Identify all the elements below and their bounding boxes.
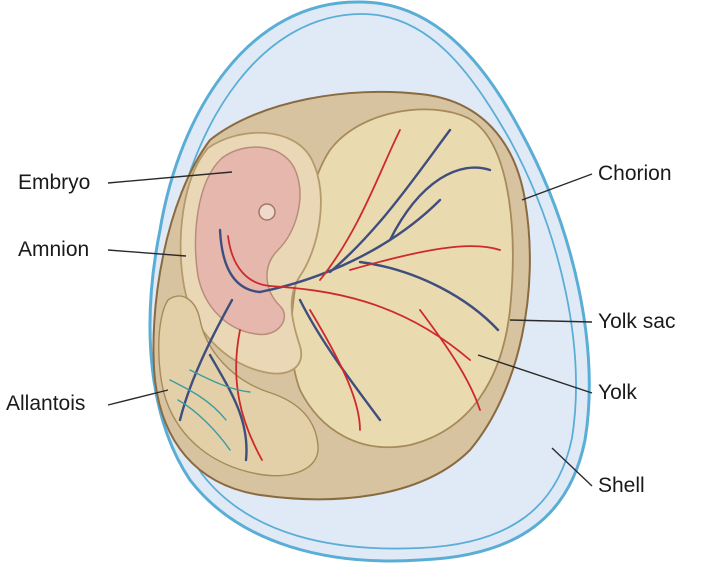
yolk-leader — [477, 354, 593, 394]
yolk-sac — [290, 108, 514, 449]
label-yolk-sac: Yolk sac — [598, 310, 676, 333]
label-yolk: Yolk — [598, 381, 637, 404]
shell-leader — [551, 447, 593, 487]
vitelline-arteries — [227, 129, 501, 461]
label-amnion: Amnion — [18, 238, 90, 261]
allantois — [158, 295, 319, 477]
embryo-eye — [258, 203, 276, 221]
embryo — [194, 146, 301, 336]
label-embryo: Embryo — [18, 171, 91, 194]
label-shell: Shell — [598, 474, 645, 497]
allantoic-vessels — [169, 369, 251, 451]
chorion-leader — [521, 173, 593, 201]
label-allantois: Allantois — [6, 392, 86, 415]
allantois-leader — [107, 389, 169, 406]
leader-lines — [107, 171, 593, 487]
amnion-leader — [107, 249, 187, 257]
label-chorion: Chorion — [598, 162, 672, 185]
embryo-leader — [107, 171, 233, 184]
yolk-sac-leader — [509, 319, 593, 323]
